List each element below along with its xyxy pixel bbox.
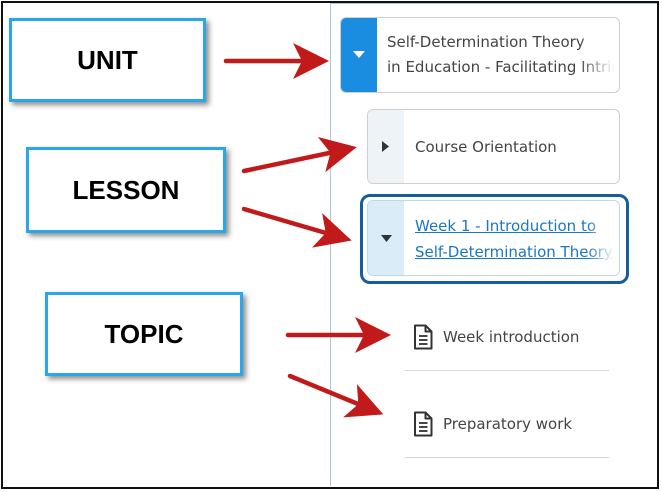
callout-lesson-label: LESSON	[72, 174, 180, 205]
unit-title-line-2: in Education - Facilitating Intrinsic	[387, 58, 615, 76]
lesson-title[interactable]: Course Orientation	[415, 138, 557, 156]
unit-title[interactable]: Self-Determination Theory in Education -…	[387, 30, 615, 80]
lesson-toggle[interactable]	[368, 110, 404, 183]
caret-right-icon	[382, 141, 389, 152]
lesson-item-week-1[interactable]: Week 1 - Introduction to Self-Determinat…	[367, 200, 620, 276]
lesson-title-line-1: Week 1 - Introduction to	[415, 217, 597, 235]
topic-label: Week introduction	[443, 328, 580, 346]
callout-topic-label: TOPIC	[104, 318, 184, 349]
callout-unit-label: UNIT	[77, 44, 138, 75]
topic-item-preparatory-work[interactable]: Preparatory work	[405, 391, 609, 458]
callout-lesson: LESSON	[26, 147, 226, 233]
topic-item-week-introduction[interactable]: Week introduction	[405, 304, 609, 371]
topic-label: Preparatory work	[443, 415, 573, 433]
lesson-title-link[interactable]: Week 1 - Introduction to Self-Determinat…	[415, 213, 615, 265]
callout-topic: TOPIC	[45, 292, 243, 376]
lesson-title-line-2: Self-Determination Theory	[415, 243, 613, 261]
callout-unit: UNIT	[9, 18, 206, 102]
lesson-toggle[interactable]	[368, 201, 404, 275]
unit-toggle[interactable]	[341, 18, 377, 92]
unit-item[interactable]: Self-Determination Theory in Education -…	[340, 17, 620, 93]
caret-down-icon	[380, 234, 392, 242]
document-icon	[414, 411, 433, 437]
caret-down-icon	[353, 51, 365, 58]
lesson-item-course-orientation[interactable]: Course Orientation	[367, 109, 620, 184]
unit-title-line-1: Self-Determination Theory	[387, 33, 585, 51]
document-icon	[414, 324, 433, 350]
